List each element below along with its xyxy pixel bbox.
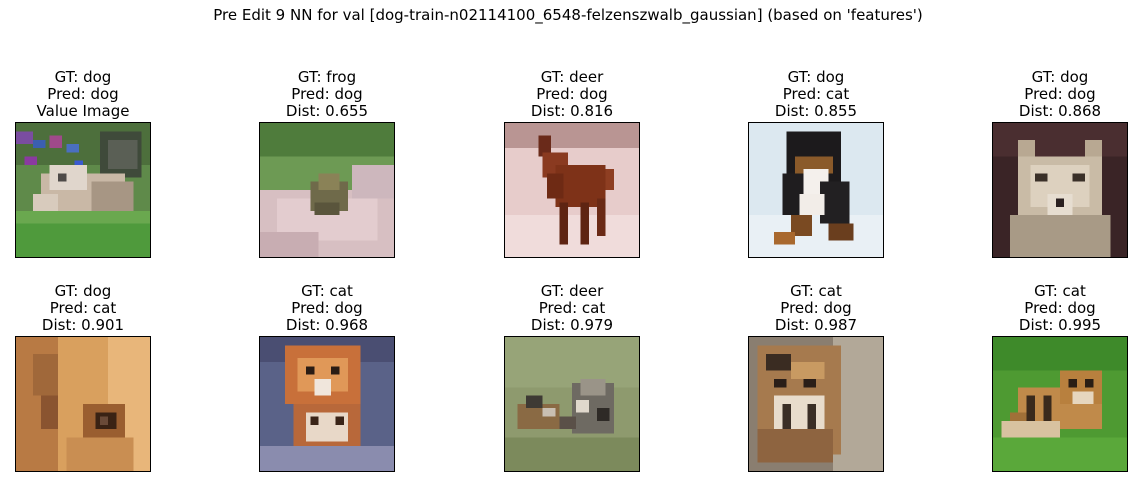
panel-title: GT: deer Pred: cat Dist: 0.979 (464, 283, 680, 334)
panel: GT: dog Pred: cat Dist: 0.901 (15, 283, 151, 472)
panel-title: GT: frog Pred: dog Dist: 0.655 (219, 69, 435, 120)
panel-pred-label: Pred: cat (538, 299, 606, 317)
panel-title: GT: cat Pred: dog Dist: 0.995 (952, 283, 1136, 334)
panel-image (748, 336, 884, 472)
panel: GT: dog Pred: cat Dist: 0.855 (748, 69, 884, 258)
panel: GT: cat Pred: dog Dist: 0.995 (992, 283, 1128, 472)
panel-gt-label: GT: cat (1034, 282, 1086, 300)
panel-image (15, 122, 151, 258)
panel-pred-label: Pred: dog (47, 85, 119, 103)
panel-pred-label: Pred: dog (291, 85, 363, 103)
panel-gt-label: GT: dog (54, 68, 112, 86)
panel-image (504, 336, 640, 472)
panel-pred-label: Pred: dog (1024, 299, 1096, 317)
panel-extra-label: Value Image (36, 102, 130, 120)
panel-pred-label: Pred: dog (1024, 85, 1096, 103)
panel-extra-label: Dist: 0.816 (530, 102, 614, 120)
panel-pred-label: Pred: cat (782, 85, 850, 103)
panel: GT: cat Pred: dog Dist: 0.987 (748, 283, 884, 472)
figure-title: Pre Edit 9 NN for val [dog-train-n021141… (213, 6, 923, 24)
panel-pred-label: Pred: dog (536, 85, 608, 103)
panel-extra-label: Dist: 0.901 (41, 316, 125, 334)
panel: GT: dog Pred: dog Value Image (15, 69, 151, 258)
panel-title: GT: dog Pred: cat Dist: 0.901 (0, 283, 191, 334)
panel-gt-label: GT: dog (1031, 68, 1089, 86)
panel-extra-label: Dist: 0.995 (1018, 316, 1102, 334)
panel-image (504, 122, 640, 258)
panel-extra-label: Dist: 0.855 (774, 102, 858, 120)
panel-gt-label: GT: cat (301, 282, 353, 300)
panel-gt-label: GT: cat (790, 282, 842, 300)
panel: GT: dog Pred: dog Dist: 0.868 (992, 69, 1128, 258)
panel-image (259, 336, 395, 472)
panel-gt-label: GT: deer (540, 282, 604, 300)
panel-title: GT: dog Pred: cat Dist: 0.855 (708, 69, 924, 120)
panel-pred-label: Pred: dog (291, 299, 363, 317)
panel-pred-label: Pred: cat (49, 299, 117, 317)
panel-pred-label: Pred: dog (780, 299, 852, 317)
panel-title: GT: dog Pred: dog Value Image (0, 69, 191, 120)
panel: GT: frog Pred: dog Dist: 0.655 (259, 69, 395, 258)
panel-image (259, 122, 395, 258)
panel-extra-label: Dist: 0.979 (530, 316, 614, 334)
panel-title: GT: deer Pred: dog Dist: 0.816 (464, 69, 680, 120)
panel-image (15, 336, 151, 472)
panel-gt-label: GT: dog (787, 68, 845, 86)
panel-extra-label: Dist: 0.968 (285, 316, 369, 334)
panel-image (992, 122, 1128, 258)
panel-extra-label: Dist: 0.987 (774, 316, 858, 334)
panel-title: GT: cat Pred: dog Dist: 0.987 (708, 283, 924, 334)
panel: GT: deer Pred: dog Dist: 0.816 (504, 69, 640, 258)
panel-gt-label: GT: frog (297, 68, 357, 86)
panel-gt-label: GT: dog (54, 282, 112, 300)
panel: GT: cat Pred: dog Dist: 0.968 (259, 283, 395, 472)
panel-gt-label: GT: deer (540, 68, 604, 86)
panel-extra-label: Dist: 0.655 (285, 102, 369, 120)
panel-image (748, 122, 884, 258)
panel-image (992, 336, 1128, 472)
panel-extra-label: Dist: 0.868 (1018, 102, 1102, 120)
panel-title: GT: dog Pred: dog Dist: 0.868 (952, 69, 1136, 120)
panel-title: GT: cat Pred: dog Dist: 0.968 (219, 283, 435, 334)
panel: GT: deer Pred: cat Dist: 0.979 (504, 283, 640, 472)
